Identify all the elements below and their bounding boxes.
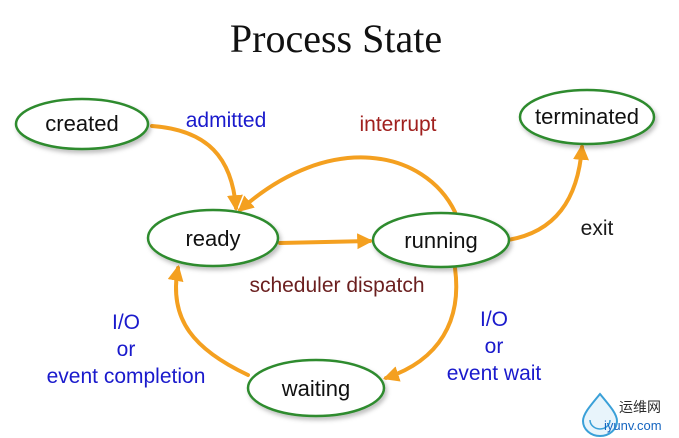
label-io-completion-line-3: event completion	[47, 365, 206, 388]
label-exit: exit	[581, 217, 614, 240]
label-io-completion-line-1: I/O	[112, 311, 140, 334]
label-scheduler-dispatch: scheduler dispatch	[249, 274, 424, 297]
state-ready-label: ready	[185, 226, 240, 251]
arrow-running-to-terminated	[506, 143, 590, 242]
water-drop-logo-icon	[581, 392, 619, 437]
label-interrupt: interrupt	[359, 113, 436, 136]
state-running-label: running	[404, 228, 477, 253]
state-terminated-label: terminated	[535, 104, 639, 129]
state-running: running	[371, 211, 511, 269]
arrow-running-to-waiting	[382, 266, 459, 382]
label-io-wait-line-1: I/O	[480, 308, 508, 331]
arrow-running-to-ready	[237, 155, 457, 214]
label-io-wait-line-3: event wait	[447, 362, 542, 385]
label-io-event-completion: I/O or event completion	[47, 311, 206, 388]
state-created: created	[14, 97, 150, 151]
label-io-wait-line-2: or	[485, 335, 504, 358]
label-io-completion-line-2: or	[117, 338, 136, 361]
state-waiting-label: waiting	[281, 376, 350, 401]
arrow-created-to-ready	[150, 124, 243, 212]
label-io-event-wait: I/O or event wait	[447, 308, 542, 385]
watermark-name: 运维网	[619, 399, 661, 415]
watermark: 运维网 iyunv.com	[581, 392, 662, 437]
arrow-ready-to-running	[278, 233, 374, 250]
state-created-label: created	[45, 111, 118, 136]
state-waiting: waiting	[246, 358, 386, 418]
arrow-waiting-to-ready	[167, 264, 250, 377]
state-ready: ready	[146, 208, 280, 268]
diagram-title: Process State	[230, 16, 442, 61]
state-terminated: terminated	[518, 88, 656, 146]
watermark-url: iyunv.com	[604, 418, 662, 433]
label-admitted: admitted	[186, 109, 267, 132]
